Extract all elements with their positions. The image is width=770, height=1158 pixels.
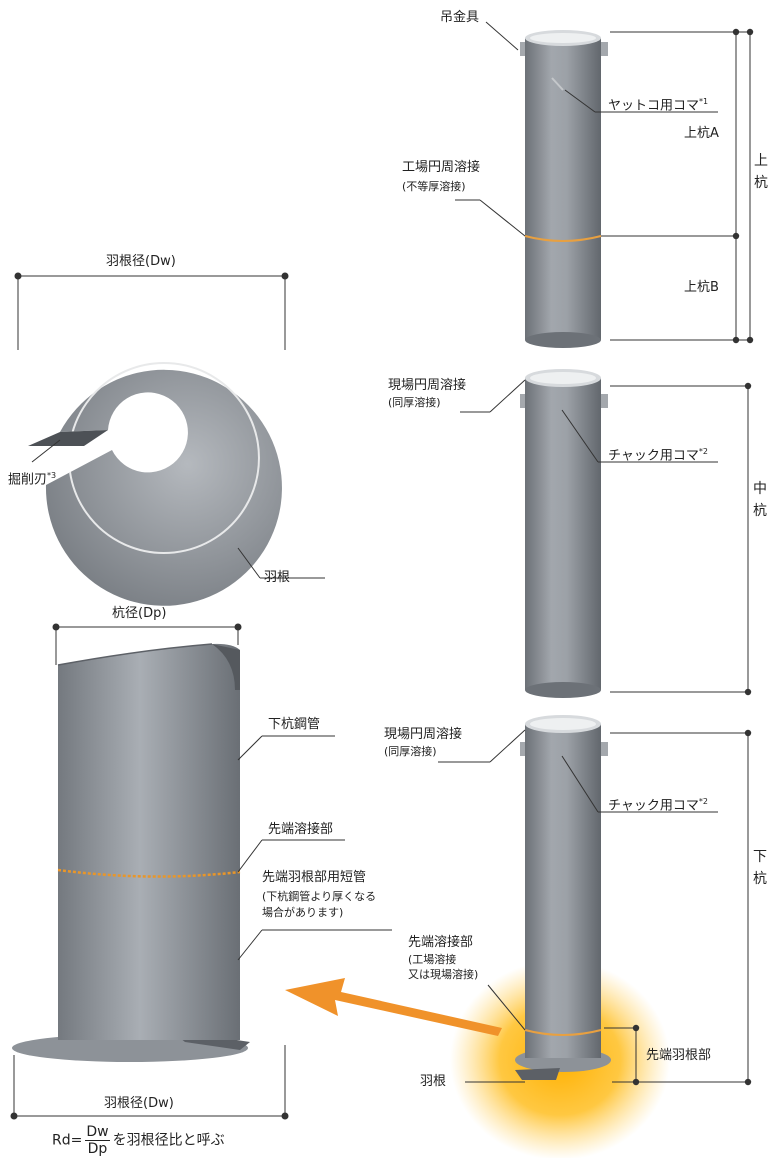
middle-site-weld-label: 現場円周溶接 <box>388 378 467 393</box>
factory-weld-label: 工場円周溶接 <box>402 160 481 175</box>
detail-blade-diameter-label: 羽根径(Dw) <box>104 1096 174 1111</box>
middle-site-weld-note: (同厚溶接) <box>388 396 441 409</box>
short-pipe-label: 先端羽根部用短管 <box>262 870 367 885</box>
yattoko-koma-label: ヤットコ用コマ*1 <box>608 97 709 114</box>
detail-tip-weld-label: 先端溶接部 <box>268 822 334 837</box>
hanging-fitting-label: 吊金具 <box>440 10 480 25</box>
lower-chuck-koma-label: チャック用コマ*2 <box>608 797 708 814</box>
blade-label: 羽根 <box>264 570 291 585</box>
middle-pile <box>460 369 752 698</box>
short-pipe-note1: (下杭鋼管より厚くなる <box>262 890 377 903</box>
lower-pile-vertical-label: 下杭 <box>753 849 767 887</box>
section-a-label: 上杭A <box>684 126 719 141</box>
lower-pipe-detail <box>10 623 392 1120</box>
lower-site-weld-label: 現場円周溶接 <box>384 727 463 742</box>
factory-weld-note: (不等厚溶接) <box>402 180 466 193</box>
section-b-label: 上杭B <box>684 280 719 295</box>
lower-blade-label: 羽根 <box>420 1074 447 1089</box>
tip-blade-part-label: 先端羽根部 <box>646 1048 712 1063</box>
direction-arrow <box>285 978 502 1036</box>
short-pipe-note2: 場合があります) <box>262 906 344 919</box>
lower-tip-weld-note1: (工場溶接 <box>408 953 457 966</box>
lower-steel-pipe-label: 下杭鋼管 <box>268 717 321 732</box>
upper-pile <box>455 21 754 348</box>
cutting-edge-label: 掘削刃*3 <box>8 471 57 488</box>
lower-tip-weld-note2: 又は現場溶接) <box>408 968 479 981</box>
blade-diameter-label: 羽根径(Dw) <box>106 254 176 269</box>
middle-pile-vertical-label: 中杭 <box>753 481 767 519</box>
lower-tip-weld-label: 先端溶接部 <box>408 935 474 950</box>
lower-site-weld-note: (同厚溶接) <box>384 745 437 758</box>
pile-diameter-label: 杭径(Dp) <box>112 606 167 621</box>
blade-plan-view <box>14 272 325 606</box>
upper-pile-vertical-label: 上杭 <box>754 153 768 191</box>
lower-pile <box>438 715 752 1086</box>
middle-chuck-koma-label: チャック用コマ*2 <box>608 447 708 464</box>
